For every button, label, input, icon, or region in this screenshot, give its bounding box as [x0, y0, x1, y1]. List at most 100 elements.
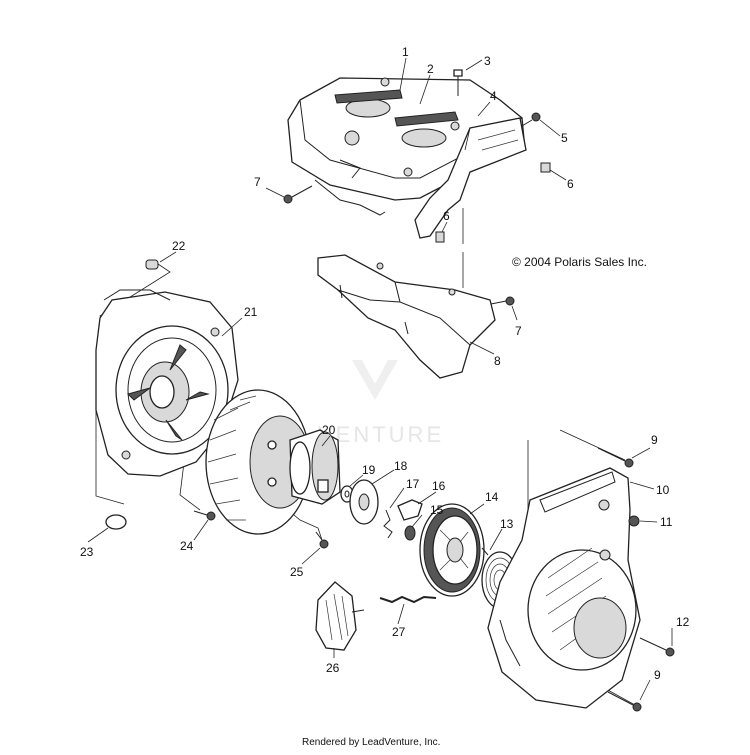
bolt-shank	[597, 447, 626, 462]
callout-9-b: 9	[654, 668, 661, 682]
callout-27: 27	[392, 625, 406, 639]
plug-23	[105, 514, 127, 530]
backplate-boss-1	[210, 327, 220, 337]
recoil-spring-tail	[481, 547, 489, 556]
leader-24	[193, 519, 209, 541]
leader-27	[397, 603, 405, 625]
callout-25: 25	[290, 565, 304, 579]
explode-line	[95, 392, 125, 505]
callout-7-b: 7	[515, 324, 522, 338]
leader-17	[389, 487, 405, 509]
starter-cup	[289, 429, 341, 505]
shroud-lower-lip	[314, 179, 386, 216]
callout-2: 2	[427, 62, 434, 76]
dowel-22	[145, 259, 159, 270]
callout-26: 26	[326, 661, 340, 675]
flywheel-fins	[207, 395, 257, 521]
duct-hole-1	[376, 262, 384, 270]
shroud-hole-3	[403, 167, 413, 177]
leader-23	[87, 527, 109, 543]
leader-9b	[639, 679, 651, 701]
explode-line	[464, 127, 471, 151]
callout-17: 17	[406, 477, 420, 491]
leader-19	[349, 474, 364, 487]
side-bracket-ribs	[477, 129, 519, 151]
screw-head	[531, 112, 541, 122]
explode-line	[559, 429, 626, 461]
callout-20: 20	[322, 423, 336, 437]
duct-tabs	[339, 284, 409, 335]
bolt-head	[453, 69, 463, 77]
callout-18: 18	[394, 459, 408, 473]
leader-lines	[87, 57, 673, 701]
backplate-top-flange	[103, 289, 171, 301]
friction-plate	[349, 479, 379, 525]
callout-5: 5	[561, 131, 568, 145]
washer	[404, 525, 416, 541]
top-shroud	[287, 77, 527, 239]
housing-boss-2	[599, 549, 611, 561]
screw-7-b	[485, 296, 515, 306]
screw-shank	[521, 119, 533, 127]
leader-16	[417, 491, 437, 505]
leader-7b	[511, 305, 518, 321]
backplate-boss-3	[121, 450, 131, 460]
recoil-housing	[487, 467, 641, 709]
screw-shank	[291, 185, 313, 198]
bolt-24	[193, 510, 216, 521]
leader-4	[477, 101, 491, 117]
leader-5	[539, 119, 561, 137]
bolt-shank	[607, 691, 634, 706]
bolt-head	[624, 458, 634, 468]
copyright-text: © 2004 Polaris Sales Inc.	[512, 255, 647, 269]
screw-head	[505, 296, 515, 306]
backplate-bore	[149, 375, 175, 409]
lower-duct	[317, 254, 496, 379]
callout-3: 3	[484, 54, 491, 68]
leader-2	[419, 74, 431, 105]
callout-19: 19	[362, 463, 376, 477]
clip-6-a	[540, 162, 551, 173]
leader-6b	[441, 221, 448, 233]
watermark-logo-icon	[352, 360, 398, 400]
bolt-9-b	[607, 691, 642, 712]
screw-5	[521, 112, 541, 127]
pulley-hub	[446, 537, 464, 563]
callout-24: 24	[180, 539, 194, 553]
starter-cup-slot	[317, 479, 329, 493]
callout-4: 4	[490, 89, 497, 103]
bolt-head	[206, 511, 216, 521]
backplate-spokes	[127, 344, 210, 441]
callout-22: 22	[172, 239, 186, 253]
flywheel-hole-1	[267, 440, 277, 450]
leader-14	[469, 503, 485, 515]
leader-9a	[631, 447, 651, 459]
handle-body	[315, 581, 357, 651]
housing-boss-1	[598, 499, 610, 511]
bolt-shank	[193, 510, 208, 516]
callout-12: 12	[676, 615, 690, 629]
callout-6-a: 6	[567, 177, 574, 191]
return-spring	[383, 509, 393, 539]
bolt-9-a	[597, 447, 634, 468]
bolt-head	[319, 539, 329, 549]
callout-labels: 1 2 3 4 5 6 6 7 7 8 9 9 10 11 12 13 14 1…	[80, 45, 690, 682]
nut-11	[628, 515, 640, 527]
shroud-boss	[344, 130, 360, 146]
bolt-25	[315, 531, 329, 549]
screw-head	[283, 194, 293, 204]
callout-11: 11	[660, 515, 673, 529]
footer-credit: Rendered by LeadVenture, Inc.	[302, 737, 440, 748]
callout-23: 23	[80, 545, 94, 559]
leader-6a	[549, 169, 567, 181]
leader-25	[301, 547, 321, 565]
duct-hole-2	[448, 288, 456, 296]
lower-duct-body	[317, 254, 496, 379]
bolt-head	[665, 647, 675, 657]
leader-3	[465, 59, 483, 71]
dowel-pin	[145, 259, 159, 270]
shroud-opening-right	[401, 128, 447, 148]
shroud-vent-left	[334, 89, 403, 104]
